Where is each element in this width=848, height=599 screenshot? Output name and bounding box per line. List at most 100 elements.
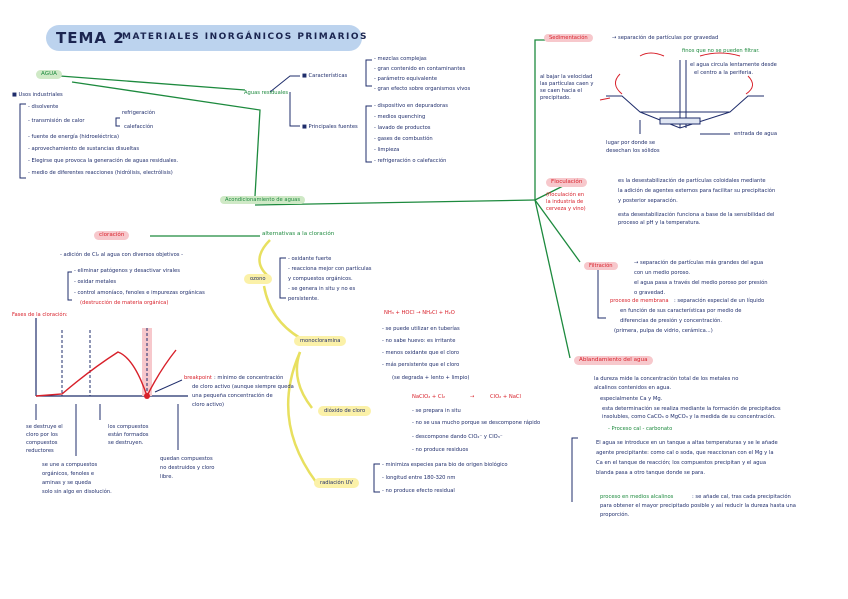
bajar-note: precipitado. — [540, 95, 571, 101]
filtracion-desc: con un medio poroso. — [634, 270, 691, 276]
membrana-note: (primera, pulpa de vidrio, cerámica...) — [614, 328, 713, 334]
fuentes-item: - refrigeración o calefacción — [374, 158, 447, 164]
sedimentacion-desc: → separación de partículas por gravedad — [612, 35, 719, 41]
mono-item: - se puede utilizar en tuberías — [382, 326, 460, 332]
caracteristicas-label: ■ Características — [302, 73, 348, 79]
cloracion-label: cloración — [94, 231, 130, 240]
objetivo-note: (destrucción de materia orgánica) — [80, 300, 169, 306]
usos-item: - Elegirse que provoca la generación de … — [28, 158, 179, 164]
fuentes-item: - medios quenching — [374, 114, 426, 120]
floculacion-desc2: esta desestabilización funciona a base d… — [618, 212, 775, 218]
chlorination-chart — [35, 318, 188, 456]
entrada-note: entrada de agua — [734, 131, 778, 137]
floculacion-desc: y posterior separación. — [618, 198, 678, 204]
usos-item: - transmisión de calor — [28, 118, 85, 124]
monocloramina-reaction: NH₃ + HOCl → NH₂Cl + H₂O — [384, 310, 455, 316]
title-banner: TEMA 2 MATERIALES INORGÁNICOS PRIMARIOS — [46, 25, 367, 51]
dioxido-item: - descompone dando ClO₂⁻ y ClO₃⁻ — [412, 434, 503, 440]
dioxido-arrow: → — [470, 394, 475, 400]
cal-desc: Ca en el tanque de reacción; los compues… — [596, 460, 767, 466]
frio-desc: para obtener el mayor precipitado posibl… — [600, 503, 796, 509]
membrana-desc: en función de sus características por me… — [620, 308, 742, 314]
objetivo-item: - eliminar patógenos y desactivar virale… — [74, 268, 180, 274]
filtracion-desc: o gravedad. — [634, 290, 666, 296]
membrana-desc: diferencias de presión y concentración. — [620, 318, 723, 324]
fase-note-3: están formados — [108, 432, 149, 438]
membrana-title: proceso de membrana — [610, 298, 669, 304]
ablandamiento-desc: la dureza mide la concentración total de… — [594, 376, 739, 382]
ablandamiento-desc: alcalinos contenidos en agua. — [594, 385, 672, 391]
mono-item: - no sabe huevo: es irritante — [382, 338, 456, 344]
mono-note: (se degrada + lento + limpio) — [392, 375, 470, 381]
fuentes-label: ■ Principales fuentes — [302, 124, 358, 130]
agua-label: AGUA — [36, 70, 62, 79]
fuentes-item: - limpieza — [374, 147, 400, 153]
monocloramina-label: monocloramina — [294, 336, 347, 347]
cal-desc: El agua se introduce en un tanque a alta… — [596, 440, 778, 446]
title-main: TEMA 2 — [56, 29, 125, 47]
fase-note-2: aminas y se queda — [42, 480, 91, 486]
lugar-note: lugar por donde se — [606, 140, 656, 146]
frio-desc: : se añade cal, tras cada precipitación — [692, 494, 791, 500]
fase-note-1: cloro por los — [26, 432, 58, 438]
dioxido-label: dióxido de cloro — [318, 406, 372, 417]
dioxido-reaction-left: NaClO₂ + Cl₂ — [412, 394, 446, 400]
ozono-label: ozono — [244, 274, 272, 285]
agua-circula: el centro a la periferia. — [694, 70, 754, 76]
sedimentation-diagram — [599, 52, 764, 135]
fases-label: Fases de la cloración: — [12, 312, 68, 318]
fuentes-item: - lavado de productos — [374, 125, 431, 131]
filtracion-desc: → separación de partículas más grandes d… — [634, 260, 764, 266]
fase-note-3: se destruyen. — [108, 440, 144, 446]
bajar-note: las partículas caen y — [540, 81, 594, 87]
caract-item: - gran efecto sobre organismos vivos — [374, 86, 471, 92]
fase-note-1: se destruye el — [26, 424, 63, 430]
agua-circula: el agua circula lentamente desde — [690, 62, 777, 68]
usos-item: - aprovechamiento de sustancias disuelta… — [28, 146, 140, 152]
ozono-item: - oxidante fuerte — [288, 256, 332, 262]
frio-desc: proporción. — [600, 512, 630, 518]
fase-note-2: solo sin algo en disolución. — [42, 489, 112, 495]
mono-item: - menos oxidante que el cloro — [382, 350, 460, 356]
usos-item: - fuente de energía (hidroeléctrica) — [28, 134, 119, 140]
breakpoint-desc: : mínimo de concentración — [214, 375, 284, 381]
fase-note-4: libre. — [160, 474, 174, 480]
ozono-item: persistente. — [288, 296, 319, 302]
floculacion-label: Floculación — [546, 178, 588, 187]
fase-note-3: los compuestos — [108, 424, 149, 430]
radiacion-item: - longitud entre 180-320 nm — [382, 475, 456, 481]
filtracion-label: Filtración — [584, 262, 618, 271]
breakpoint-desc: cloro activo) — [192, 402, 225, 408]
frio-label: proceso en medios alcalinos — [600, 494, 674, 500]
breakpoint-title: breakpoint — [184, 375, 212, 381]
dioxido-reaction-right: ClO₂ + NaCl — [490, 394, 521, 400]
ozono-item: - se genera in situ y no es — [288, 286, 356, 292]
calor-opt: refrigeración — [122, 110, 156, 116]
calor-opt: calefacción — [124, 124, 154, 130]
caract-item: - mezclas complejas — [374, 56, 427, 62]
radiacion-item: - no produce efecto residual — [382, 488, 455, 494]
residuales-label: Aguas residuales — [244, 90, 289, 96]
especialmente-note: especialmente Ca y Mg. — [600, 396, 663, 402]
floculacion-desc: es la desestabilización de partículas co… — [618, 178, 766, 184]
fase-note-1: reductores — [26, 448, 54, 454]
radiacion-label: radiación UV — [314, 478, 359, 489]
fase-note-1: compuestos — [26, 440, 58, 446]
fase-note-2: orgánicos, fenoles e — [42, 471, 95, 477]
cal-desc: blanda pasa a otro tanque donde se para. — [596, 470, 705, 476]
fase-note-2: se une a compuestos — [42, 462, 98, 468]
finos-note: finos que no se pueden filtrar. — [682, 48, 760, 54]
dioxido-item: - no produce residuos — [412, 447, 469, 453]
filtracion-desc: el agua pasa a través del medio poroso p… — [634, 280, 768, 286]
floculacion-note: (floculación en — [546, 192, 585, 198]
fase-note-4: no destruidos y cloro — [160, 465, 215, 471]
mono-item: - más persistente que el cloro — [382, 362, 460, 368]
usos-item: - disolvente — [28, 104, 59, 110]
dioxido-item: - no se usa mucho porque se descompone r… — [412, 420, 541, 426]
breakpoint-desc: de cloro activo (aunque siempre queda — [192, 384, 294, 390]
usos-heading: ■ Usos industriales — [12, 92, 63, 98]
dioxido-item: - se prepara in situ — [412, 408, 461, 414]
ablandamiento-label: Ablandamiento del agua — [574, 356, 653, 365]
usos-item: - medio de diferentes reacciones (hidról… — [28, 170, 173, 176]
